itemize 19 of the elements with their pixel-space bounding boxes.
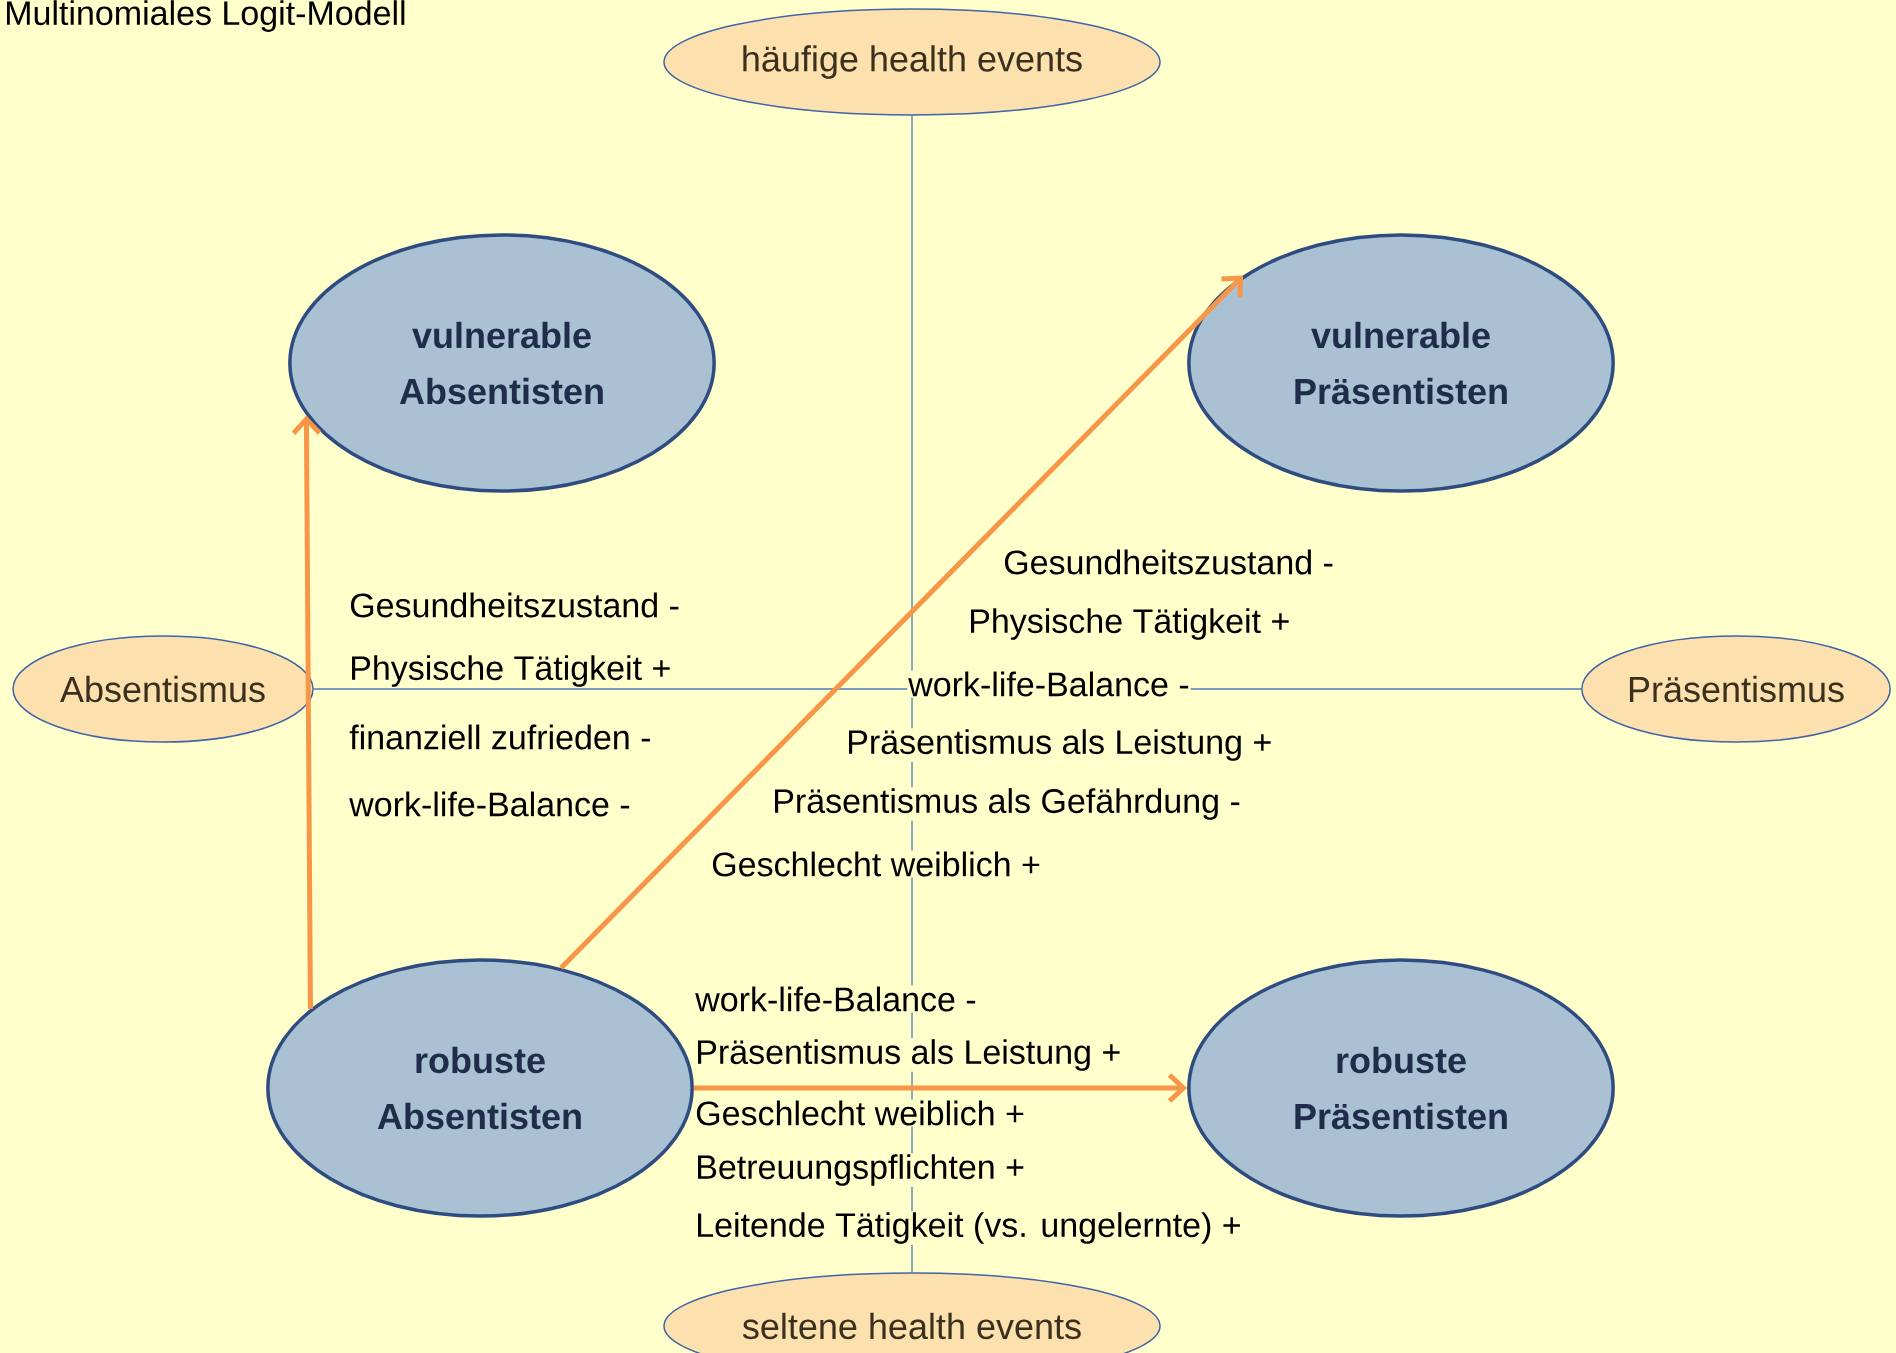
factor-label: Betreuungspflichten + <box>694 1153 1027 1187</box>
factor-label: Gesundheitszustand - <box>1002 548 1335 576</box>
factor-label: work-life-Balance - <box>694 985 978 1013</box>
factor-label: Geschlecht weiblich + <box>710 850 1042 878</box>
factor-label: work-life-Balance - <box>348 790 632 818</box>
arrow <box>693 1073 1188 1103</box>
factor-label: Physische Tätigkeit + <box>348 654 673 688</box>
factor-label: Physische Tätigkeit + <box>967 607 1292 641</box>
title: Multinomiales Logit-Modell <box>7 0 405 32</box>
factor-label: Leitende Tätigkeit (vs. ungelernte) + <box>694 1211 1243 1245</box>
arrow <box>559 275 1244 970</box>
factor-label: Präsentismus als Leistung + <box>694 1038 1123 1072</box>
arrow <box>291 415 322 1009</box>
factor-label: Gesundheitszustand - <box>348 591 681 619</box>
factor-label: finanziell zufrieden - <box>348 723 653 751</box>
factor-label: Geschlecht weiblich + <box>694 1099 1026 1127</box>
factor-label: work-life-Balance - <box>907 670 1191 698</box>
factor-label: Präsentismus als Gefährdung - <box>771 787 1242 821</box>
factor-label: Präsentismus als Leistung + <box>845 728 1274 762</box>
